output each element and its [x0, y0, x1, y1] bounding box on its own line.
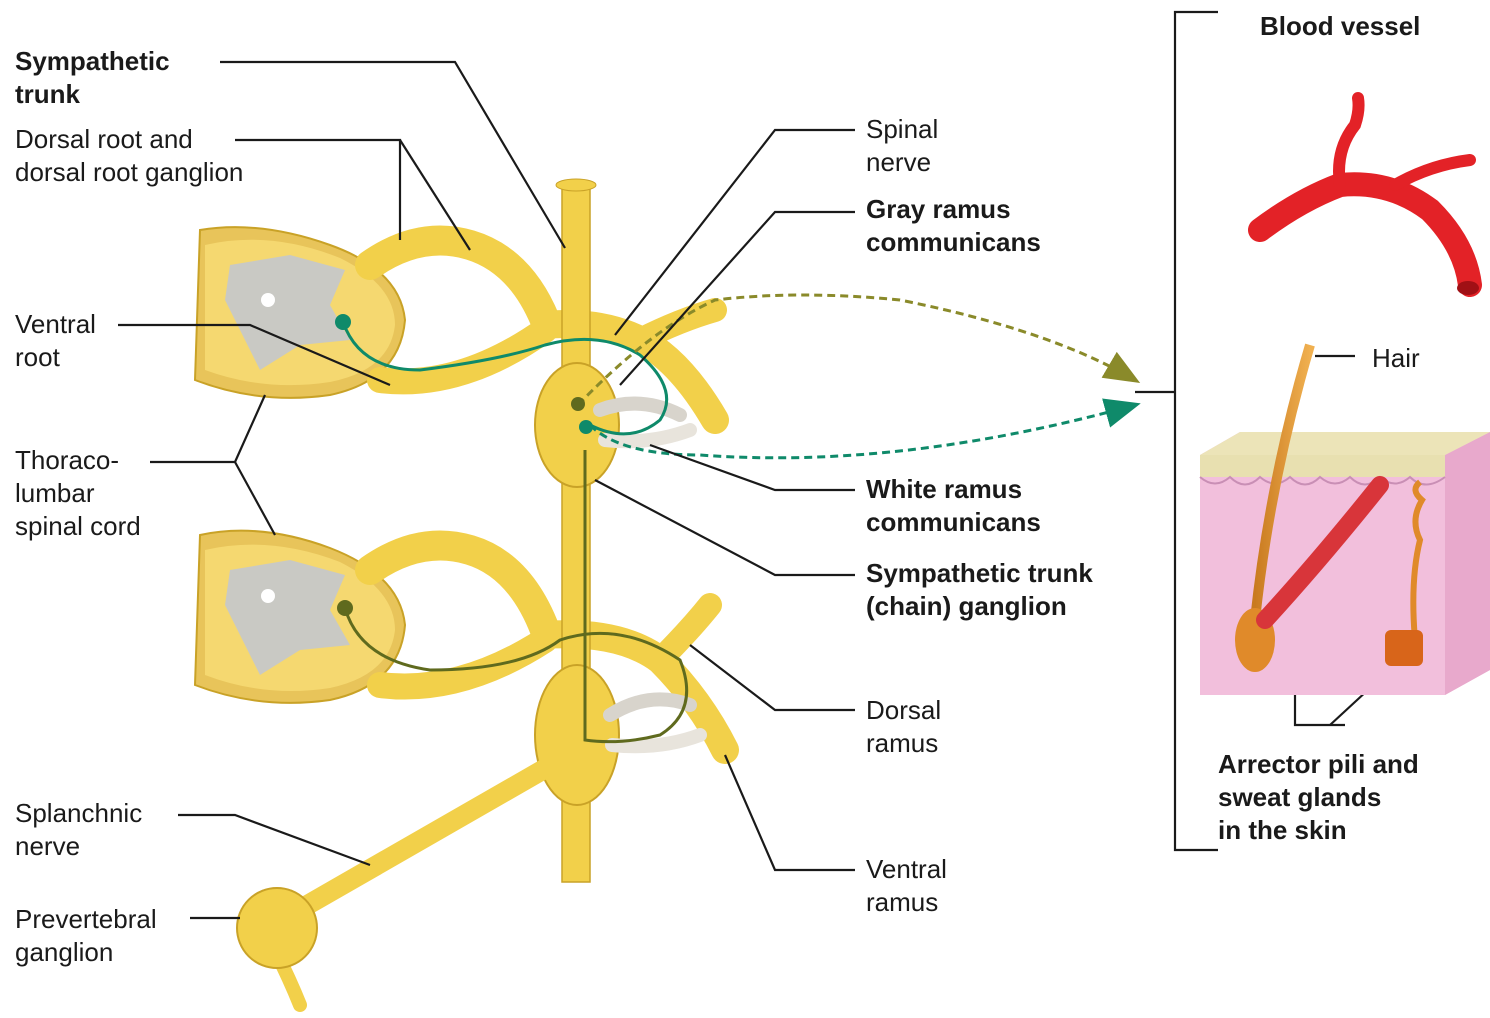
- splanchnic-nerve: [237, 760, 560, 1005]
- chain-ganglion-upper: [535, 363, 619, 487]
- label-hair: Hair: [1372, 342, 1420, 375]
- chain-ganglion-lower: [535, 665, 619, 805]
- prevertebral-ganglion: [237, 888, 317, 968]
- skin-illustration: [1200, 345, 1490, 695]
- label-chain-ganglion: Sympathetic trunk(chain) ganglion: [866, 557, 1093, 623]
- label-blood-vessel: Blood vessel: [1260, 10, 1420, 43]
- blood-vessel-illustration: [1260, 98, 1479, 295]
